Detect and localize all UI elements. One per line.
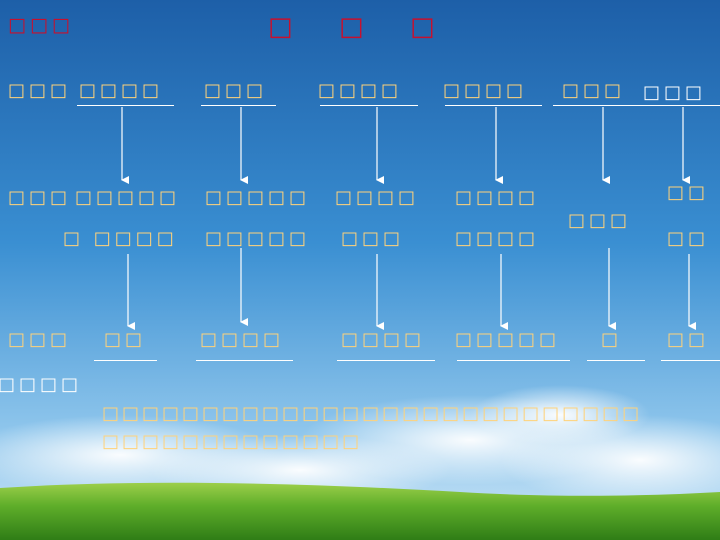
row2-label: □□□ <box>8 187 72 208</box>
row3-item-5: □ <box>601 329 623 350</box>
row1-underline-2 <box>201 105 276 106</box>
row3-underline-1 <box>94 360 157 361</box>
title-glyph-1: □ <box>268 12 293 42</box>
row1-underline-5 <box>553 105 720 106</box>
row1-extra: □□□ <box>643 82 707 103</box>
row1-item-3: □□□□ <box>318 80 403 101</box>
row1-underline-3 <box>320 105 418 106</box>
row2-col4-line1: □□□□ <box>455 187 540 208</box>
row2-col5: □□□ <box>568 210 632 231</box>
summary-line-2: □□□□□□□□□□□□□ <box>102 431 363 452</box>
row1-underline-4 <box>445 105 542 106</box>
summary-label: □□□□ <box>0 374 83 395</box>
row2-col6-line1: □□ <box>667 182 710 203</box>
row2-col3-line2: □□□ <box>341 228 405 249</box>
row1-item-1: □□□□ <box>79 80 164 101</box>
row2-col4-line2: □□□□ <box>455 228 540 249</box>
row1-item-2: □□□ <box>204 80 268 101</box>
row3-item-6: □□ <box>667 329 710 350</box>
row3-underline-3 <box>337 360 435 361</box>
row3-item-1: □□ <box>104 329 147 350</box>
row1-underline-1 <box>77 105 174 106</box>
row2-col2-line1: □□□□□ <box>205 187 311 208</box>
row1-label: □□□ <box>8 80 72 101</box>
row3-underline-4 <box>457 360 570 361</box>
row3-underline-6 <box>661 360 720 361</box>
row2-col6-line2: □□ <box>667 228 710 249</box>
row3-item-4: □□□□□ <box>455 329 561 350</box>
row2-col3-line1: □□□□ <box>335 187 420 208</box>
row3-underline-5 <box>587 360 645 361</box>
header-label: □□□ <box>8 14 74 36</box>
row2-col1-line1: □□□□□ <box>75 187 181 208</box>
row1-item-5: □□□ <box>562 80 626 101</box>
row3-item-2: □□□□ <box>200 329 285 350</box>
summary-line-1: □□□□□□□□□□□□□□□□□□□□□□□□□□□ <box>102 403 643 424</box>
row1-item-4: □□□□ <box>443 80 528 101</box>
row3-item-3: □□□□ <box>341 329 426 350</box>
row3-label: □□□ <box>8 329 72 350</box>
row2-col2-line2: □□□□□ <box>205 228 311 249</box>
row2-col1-line2: □ □□□□ <box>63 228 178 249</box>
row3-underline-2 <box>196 360 293 361</box>
title-glyph-3: □ <box>410 12 435 42</box>
title-glyph-2: □ <box>339 12 364 42</box>
